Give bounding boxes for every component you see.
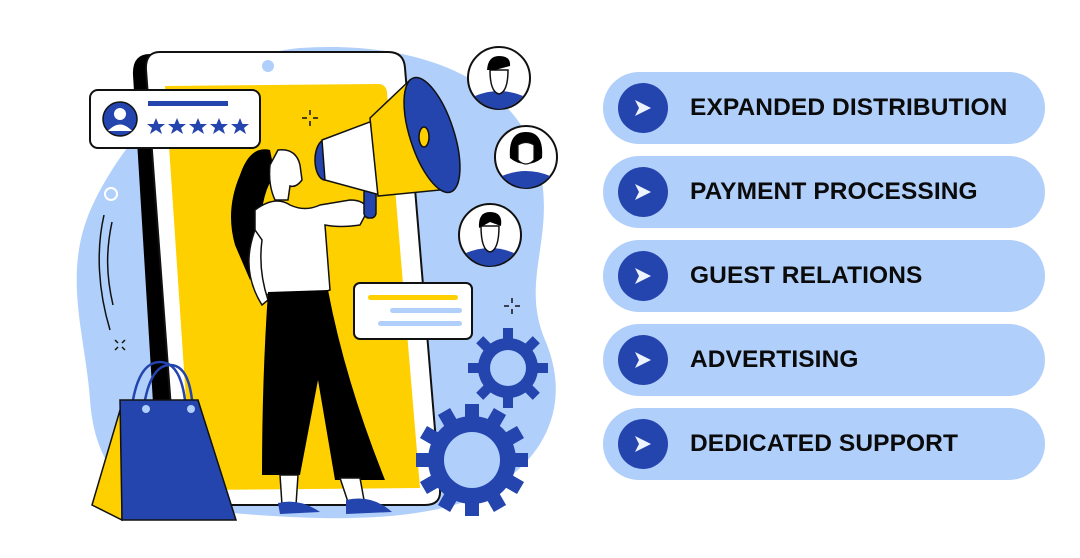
play-arrow-icon [618,335,668,385]
feature-item-dedicated-support[interactable]: DEDICATED SUPPORT [603,408,1045,480]
feature-label: PAYMENT PROCESSING [690,178,978,205]
sparkle-icon [114,339,126,351]
shopping-bag-icon [91,360,238,522]
play-arrow-icon [618,419,668,469]
sparkle-icon [302,110,520,314]
play-arrow-icon [618,167,668,217]
feature-label: DEDICATED SUPPORT [690,430,959,457]
woman-figure [231,149,392,514]
feature-item-payment-processing[interactable]: PAYMENT PROCESSING [603,156,1045,228]
feature-item-expanded-distribution[interactable]: EXPANDED DISTRIBUTION [603,72,1045,144]
marketing-illustration [76,46,558,522]
avatar-man-2 [458,203,522,267]
feature-label: EXPANDED DISTRIBUTION [690,94,1008,121]
gear-icon-small [468,328,548,408]
decor-circle [104,187,118,201]
play-arrow-icon [618,83,668,133]
play-arrow-icon [618,251,668,301]
review-card [89,89,261,149]
phone-camera [262,60,274,72]
message-card [353,282,473,340]
gear-icon-large [416,404,528,516]
avatar-woman [494,125,558,189]
five-star-rating [147,118,249,134]
megaphone-icon [314,76,461,219]
avatar-man [467,46,531,110]
feature-item-advertising[interactable]: ADVERTISING [603,324,1045,396]
feature-list: EXPANDED DISTRIBUTION PAYMENT PROCESSING… [603,72,1045,492]
feature-label: ADVERTISING [690,346,859,373]
feature-item-guest-relations[interactable]: GUEST RELATIONS [603,240,1045,312]
feature-label: GUEST RELATIONS [690,262,923,289]
